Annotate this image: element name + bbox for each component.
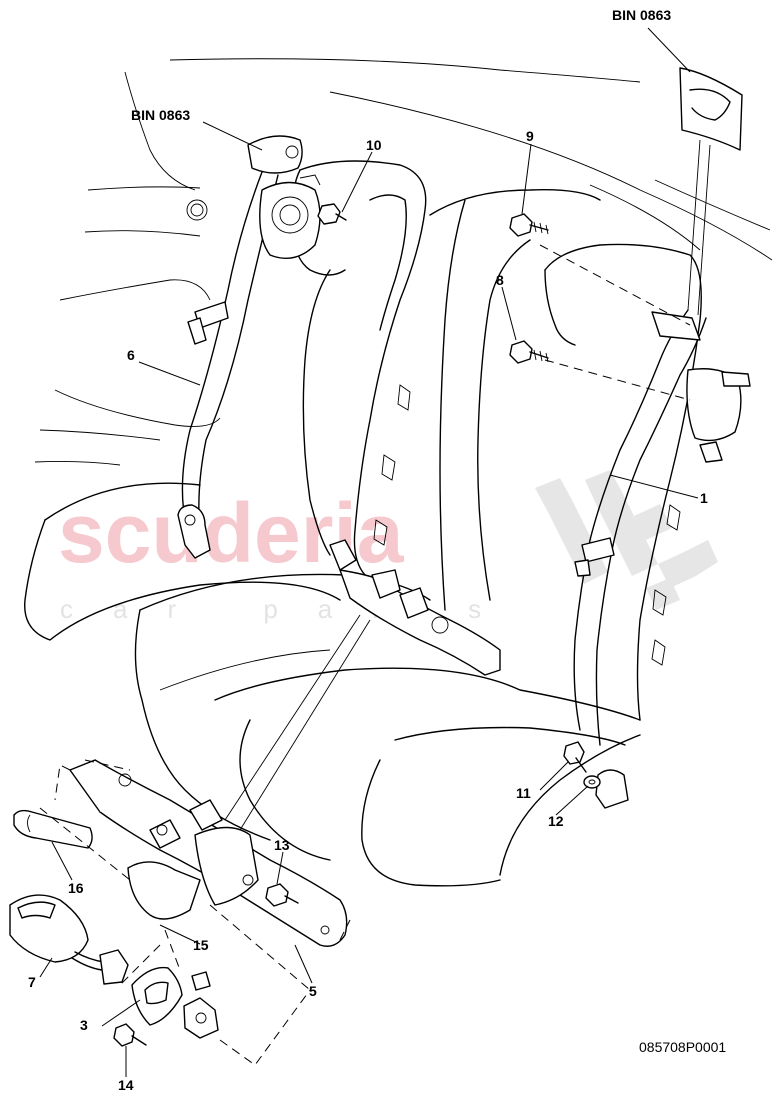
part-label-1: 1	[700, 490, 708, 506]
part-label-3: 3	[80, 1017, 88, 1033]
part-label-5: 5	[309, 983, 317, 999]
bin-label-left: BIN 0863	[131, 107, 190, 123]
watermark-main-text: scuderia	[58, 486, 405, 580]
part-label-7: 7	[28, 974, 36, 990]
part-label-8: 8	[496, 272, 504, 288]
part-number-labels: 1 3 5 6 7 8 9 10 11 12 13 14 15 16	[28, 128, 708, 1093]
part-10-bolt	[317, 203, 347, 225]
part-label-10: 10	[366, 137, 382, 153]
left-seat-belt-assembly	[177, 135, 321, 559]
part-14-bolt	[113, 1023, 147, 1047]
rear-seat-backrest	[290, 160, 702, 721]
anchor-plate	[183, 971, 219, 1039]
part-label-16: 16	[68, 880, 84, 896]
rear-seat-cushion	[24, 482, 641, 887]
vehicle-interior-outline	[34, 58, 773, 466]
bin-label-top-right: BIN 0863	[612, 7, 671, 23]
part-label-11: 11	[516, 785, 531, 801]
right-seat-belt-assembly	[573, 67, 751, 809]
leader-lines	[39, 27, 699, 1077]
part-13-bolt	[265, 883, 299, 907]
part-7-buckle	[9, 894, 129, 985]
part-12-washer	[583, 775, 601, 789]
part-label-9: 9	[526, 128, 534, 144]
checkered-flag-logo	[535, 470, 718, 610]
bin-labels: BIN 0863 BIN 0863	[131, 7, 671, 123]
part-11-bolt	[563, 741, 587, 773]
part-8-bolt	[509, 340, 549, 364]
watermark-sub-text: car parts	[60, 594, 521, 624]
explode-dashed-lines	[39, 139, 711, 1066]
part-3-cover	[131, 966, 183, 1026]
part-9-bolt	[509, 213, 549, 237]
center-buckle-on-seat	[329, 539, 501, 676]
part-label-13: 13	[274, 837, 290, 853]
drawing-number: 085708P0001	[639, 1039, 726, 1055]
part-label-12: 12	[548, 813, 564, 829]
part-label-15: 15	[193, 937, 209, 953]
part-label-6: 6	[127, 347, 135, 363]
part-label-14: 14	[118, 1077, 134, 1093]
